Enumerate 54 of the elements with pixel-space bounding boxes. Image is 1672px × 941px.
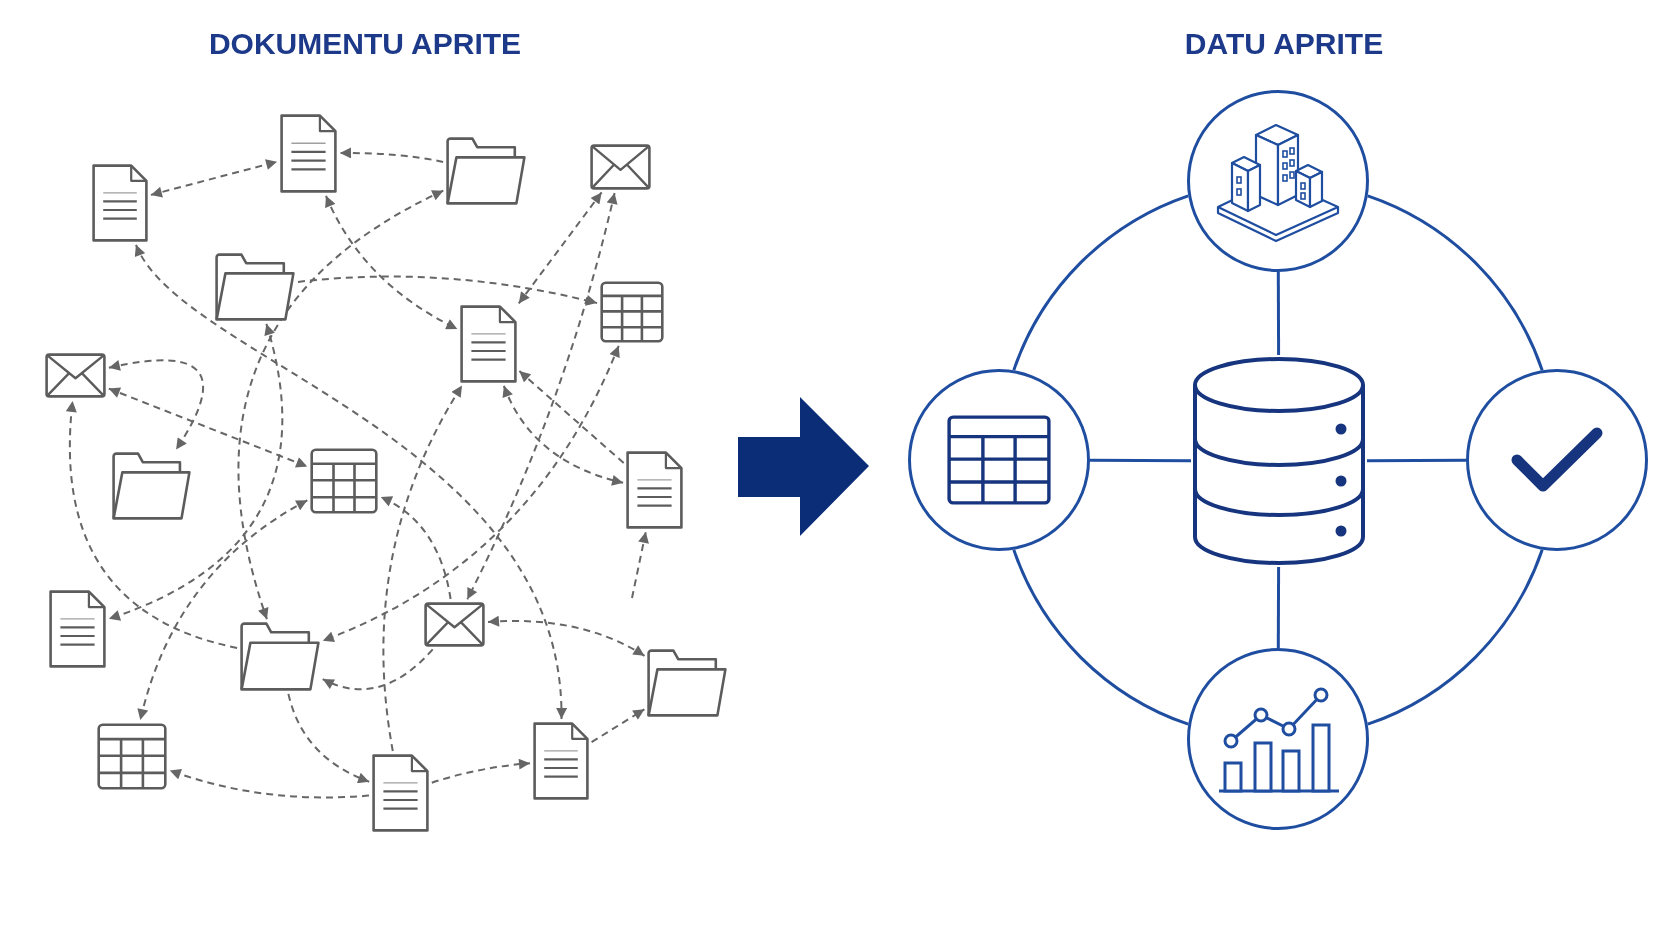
connector-line: [1276, 272, 1281, 355]
dashed-arrow: [487, 615, 646, 657]
dashed-arrow: [107, 322, 284, 621]
dashed-arrow: [66, 400, 239, 649]
dashed-arrow: [502, 384, 625, 486]
section-heading: DOKUMENTU APRITE: [208, 27, 522, 62]
document-icon: [460, 305, 517, 383]
dashed-arrow: [430, 758, 531, 784]
folder-icon: [647, 649, 727, 717]
dashed-arrow: [590, 708, 646, 744]
table-icon: [310, 448, 378, 514]
dashed-arrow: [321, 344, 620, 642]
folder-icon: [215, 253, 295, 321]
connector-line: [1367, 194, 1544, 371]
dashed-arrow: [149, 159, 279, 198]
document-icon: [626, 451, 683, 529]
document-icon: [49, 590, 106, 668]
dashed-arrow: [379, 496, 452, 600]
table-icon: [600, 281, 664, 343]
folder-icon: [240, 622, 320, 691]
dashed-arrow: [168, 768, 370, 799]
envelope-icon: [424, 602, 485, 647]
dashed-arrow: [297, 275, 599, 306]
document-icon: [372, 754, 429, 832]
dashed-arrow: [137, 499, 309, 722]
document-icon: [92, 164, 148, 242]
dashed-arrow: [325, 194, 459, 330]
envelope-icon: [45, 353, 106, 398]
dashed-arrow: [287, 692, 371, 783]
folder-icon: [446, 137, 526, 205]
section-heading: DATU APRITE: [1184, 27, 1384, 62]
dashed-arrow: [321, 648, 434, 691]
connector-line: [1367, 458, 1466, 463]
dashed-arrow: [107, 387, 309, 468]
connector-line: [1367, 549, 1544, 726]
dashed-arrow: [517, 191, 603, 305]
document-icon: [533, 722, 589, 800]
envelope-icon: [590, 144, 651, 190]
dashed-arrow: [107, 359, 205, 451]
dashed-arrow: [631, 530, 649, 599]
dashed-arrow: [382, 384, 463, 752]
document-icon: [280, 114, 337, 193]
dashed-arrow: [466, 191, 618, 601]
connector-line: [1012, 194, 1189, 371]
dashed-arrow: [518, 370, 625, 464]
connector-line: [1276, 567, 1281, 648]
dashed-arrow: [339, 147, 445, 163]
dashed-arrow: [237, 189, 445, 621]
connector-line: [1090, 458, 1191, 463]
folder-icon: [112, 452, 191, 520]
connector-line: [1012, 549, 1189, 726]
table-icon: [97, 723, 167, 790]
dashed-arrow: [135, 243, 566, 720]
database-icon: [1191, 355, 1367, 567]
